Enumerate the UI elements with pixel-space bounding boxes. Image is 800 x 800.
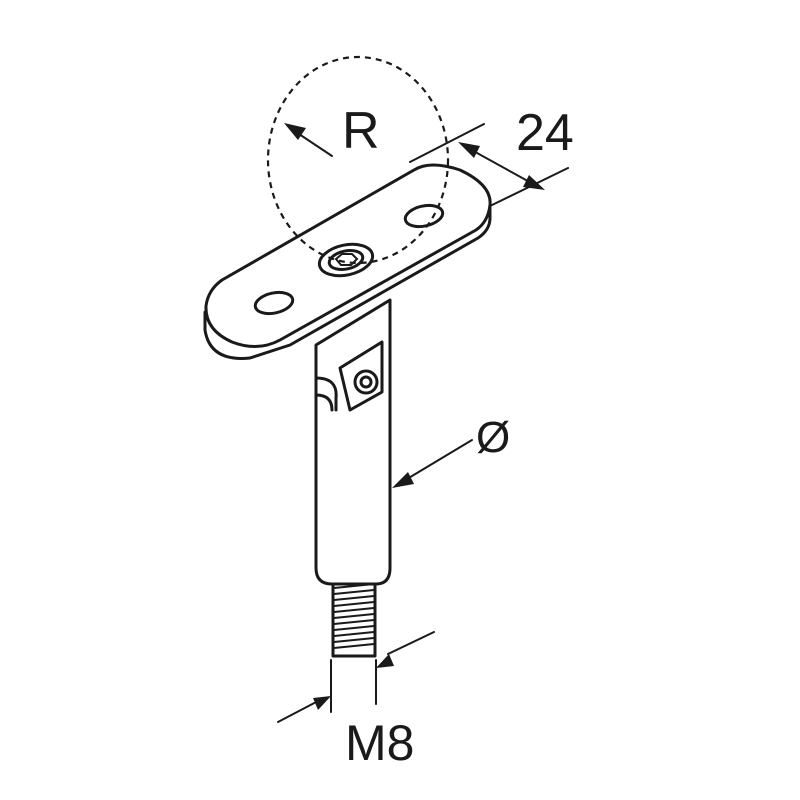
- radius-dimension: [284, 123, 333, 157]
- width-dimension: [409, 123, 569, 207]
- diameter-dimension: [392, 439, 473, 488]
- radius-circle: [266, 55, 450, 265]
- radius-label: R: [342, 102, 380, 160]
- width-label: 24: [516, 104, 574, 162]
- thread-dimension: [277, 631, 435, 723]
- diameter-label: Ø: [476, 413, 510, 462]
- saddle-plate: [203, 163, 492, 360]
- post-cylinder: [314, 298, 392, 586]
- thread-label: M8: [345, 715, 414, 771]
- threaded-stud: [331, 578, 377, 658]
